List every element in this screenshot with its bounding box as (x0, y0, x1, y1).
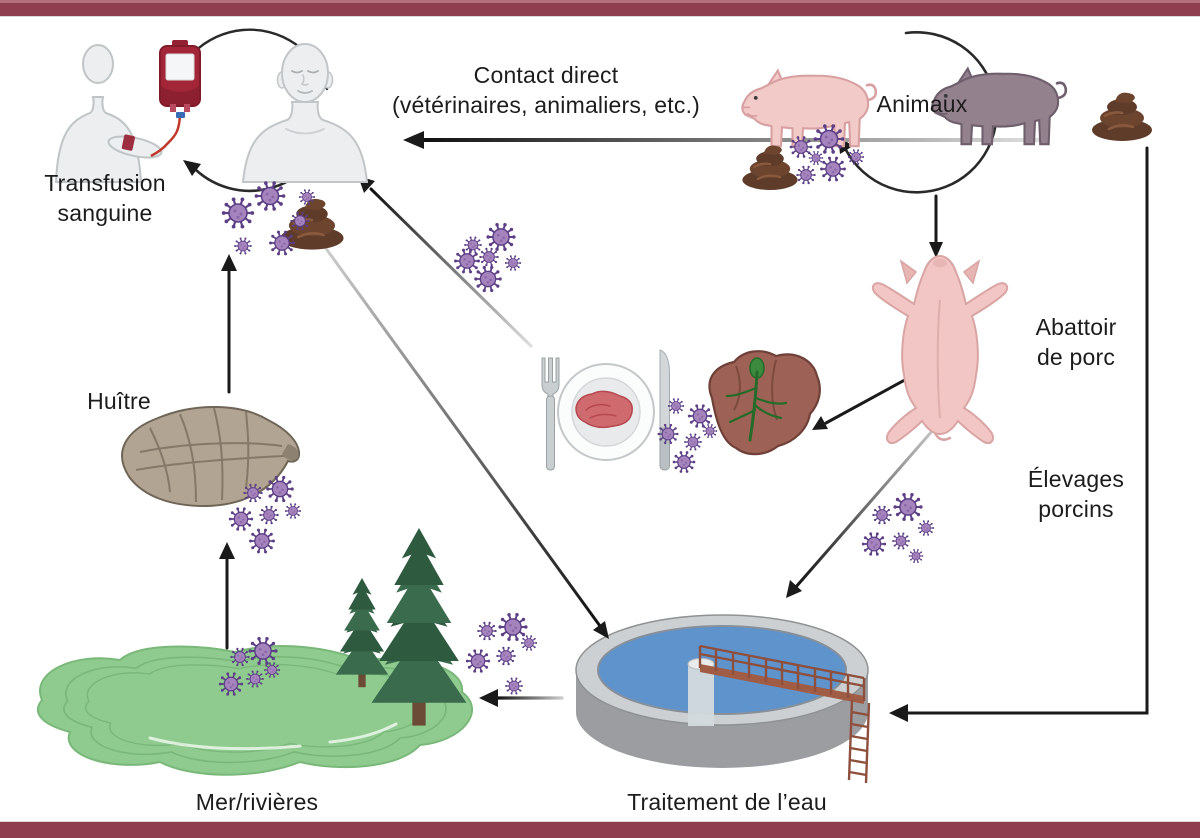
label-contact-direct: Contact direct (vétérinaires, animaliers… (391, 62, 701, 119)
arrow-abattoir-to-water (786, 428, 935, 598)
label-mer-rivieres: Mer/rivières (195, 789, 319, 815)
pork-liver-icon (708, 350, 821, 456)
arrow-meal-to-human (358, 176, 533, 348)
label-animaux: Animaux (876, 91, 968, 117)
blood-bag-icon (150, 40, 201, 158)
virus-cluster-tank (465, 612, 538, 696)
human-figure-left (54, 44, 163, 183)
water-treatment-tank-icon (575, 614, 871, 784)
walkway (698, 644, 866, 704)
virus-cluster-farm (861, 492, 935, 564)
arrow-feces-to-water (320, 241, 609, 639)
arrow-feces-right-to-water (889, 146, 1149, 722)
label-abattoir: Abattoir de porc (1035, 314, 1117, 371)
oyster-icon (121, 405, 301, 508)
ladder (847, 699, 871, 784)
arrow-sea-to-oyster (219, 542, 235, 650)
label-huitre: Huître (87, 388, 151, 414)
arrow-water-to-sea (479, 689, 564, 707)
frame-top-border (0, 0, 1200, 17)
fork-icon (541, 357, 560, 471)
plate-meat-icon (575, 390, 633, 429)
frame-bottom-border (0, 821, 1200, 838)
meal-icon (541, 349, 670, 471)
slaughtered-pig-icon (871, 254, 1009, 445)
knife-icon (659, 349, 670, 471)
liver-vessels (725, 357, 788, 442)
arrow-oyster-to-human (221, 254, 237, 394)
human-figure-right (241, 43, 369, 183)
label-transfusion: Transfusion sanguine (44, 170, 166, 227)
arrow-animals-to-abattoir (929, 194, 943, 258)
arrow-contact-direct (403, 131, 1040, 149)
label-elevages: Élevages porcins (1027, 466, 1125, 523)
label-traitement-eau: Traitement de l’eau (627, 789, 827, 815)
